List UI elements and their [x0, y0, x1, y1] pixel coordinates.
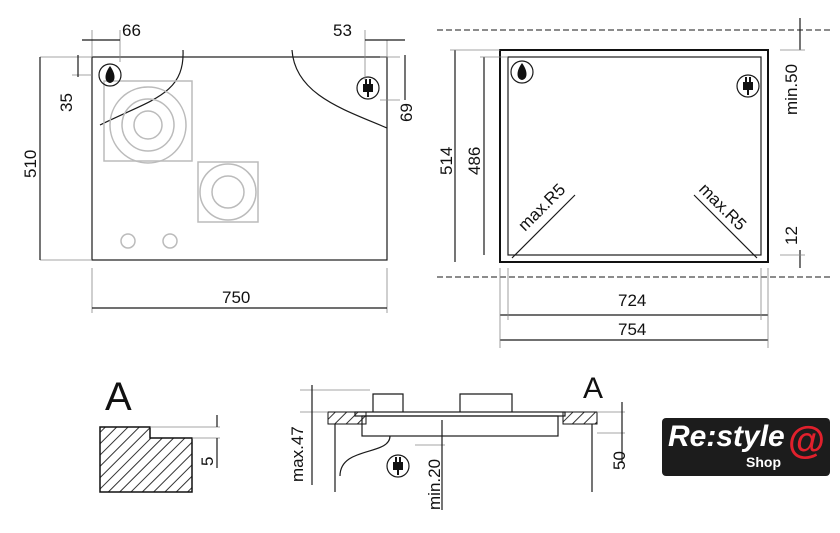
section-label: A — [583, 372, 603, 405]
hob-top-view: 66 53 35 69 510 750 — [21, 21, 416, 313]
dim-outer-width: 754 — [618, 320, 646, 339]
cart-at-icon: @ — [788, 420, 826, 462]
section-view: A max.47 min.20 50 — [288, 372, 629, 510]
cutout-view: 514 486 min.50 max.R5 max.R5 12 724 754 — [437, 18, 830, 348]
dim-inner-width: 724 — [618, 291, 646, 310]
logo-sub: Shop — [746, 454, 781, 470]
electric-plug-icon — [736, 74, 760, 98]
knob — [162, 233, 178, 249]
dim-max-height: max.47 — [288, 426, 307, 482]
dim-step: 5 — [198, 457, 217, 466]
dim-height: 510 — [21, 150, 40, 178]
dim-min-clearance: min.20 — [425, 459, 444, 510]
large-burner — [103, 80, 193, 164]
dim-right-offset: 53 — [333, 21, 352, 40]
dim-outer-height: 514 — [437, 147, 456, 175]
restyle-shop-logo: Re:style @ Shop — [662, 418, 830, 476]
detail-label: A — [105, 375, 132, 419]
dim-left-offset: 66 — [122, 21, 141, 40]
electric-plug-icon — [386, 454, 410, 478]
small-burner — [197, 161, 259, 223]
dim-top-clearance: min.50 — [782, 64, 801, 115]
gas-flame-icon — [510, 60, 534, 84]
dim-plug-height: 69 — [397, 103, 416, 122]
dim-bottom: 12 — [782, 226, 801, 245]
detail-a: A 5 — [99, 375, 220, 493]
logo-name: Re:style — [668, 420, 785, 453]
dim-width: 750 — [222, 288, 250, 307]
gas-flame-icon — [98, 63, 122, 87]
dim-inner-height: 486 — [465, 147, 484, 175]
radius-right: max.R5 — [695, 179, 750, 234]
electric-plug-icon — [356, 76, 380, 100]
radius-left: max.R5 — [514, 180, 569, 235]
knob — [120, 233, 136, 249]
dim-depth: 50 — [610, 451, 629, 470]
dim-gas-height: 35 — [57, 93, 76, 112]
